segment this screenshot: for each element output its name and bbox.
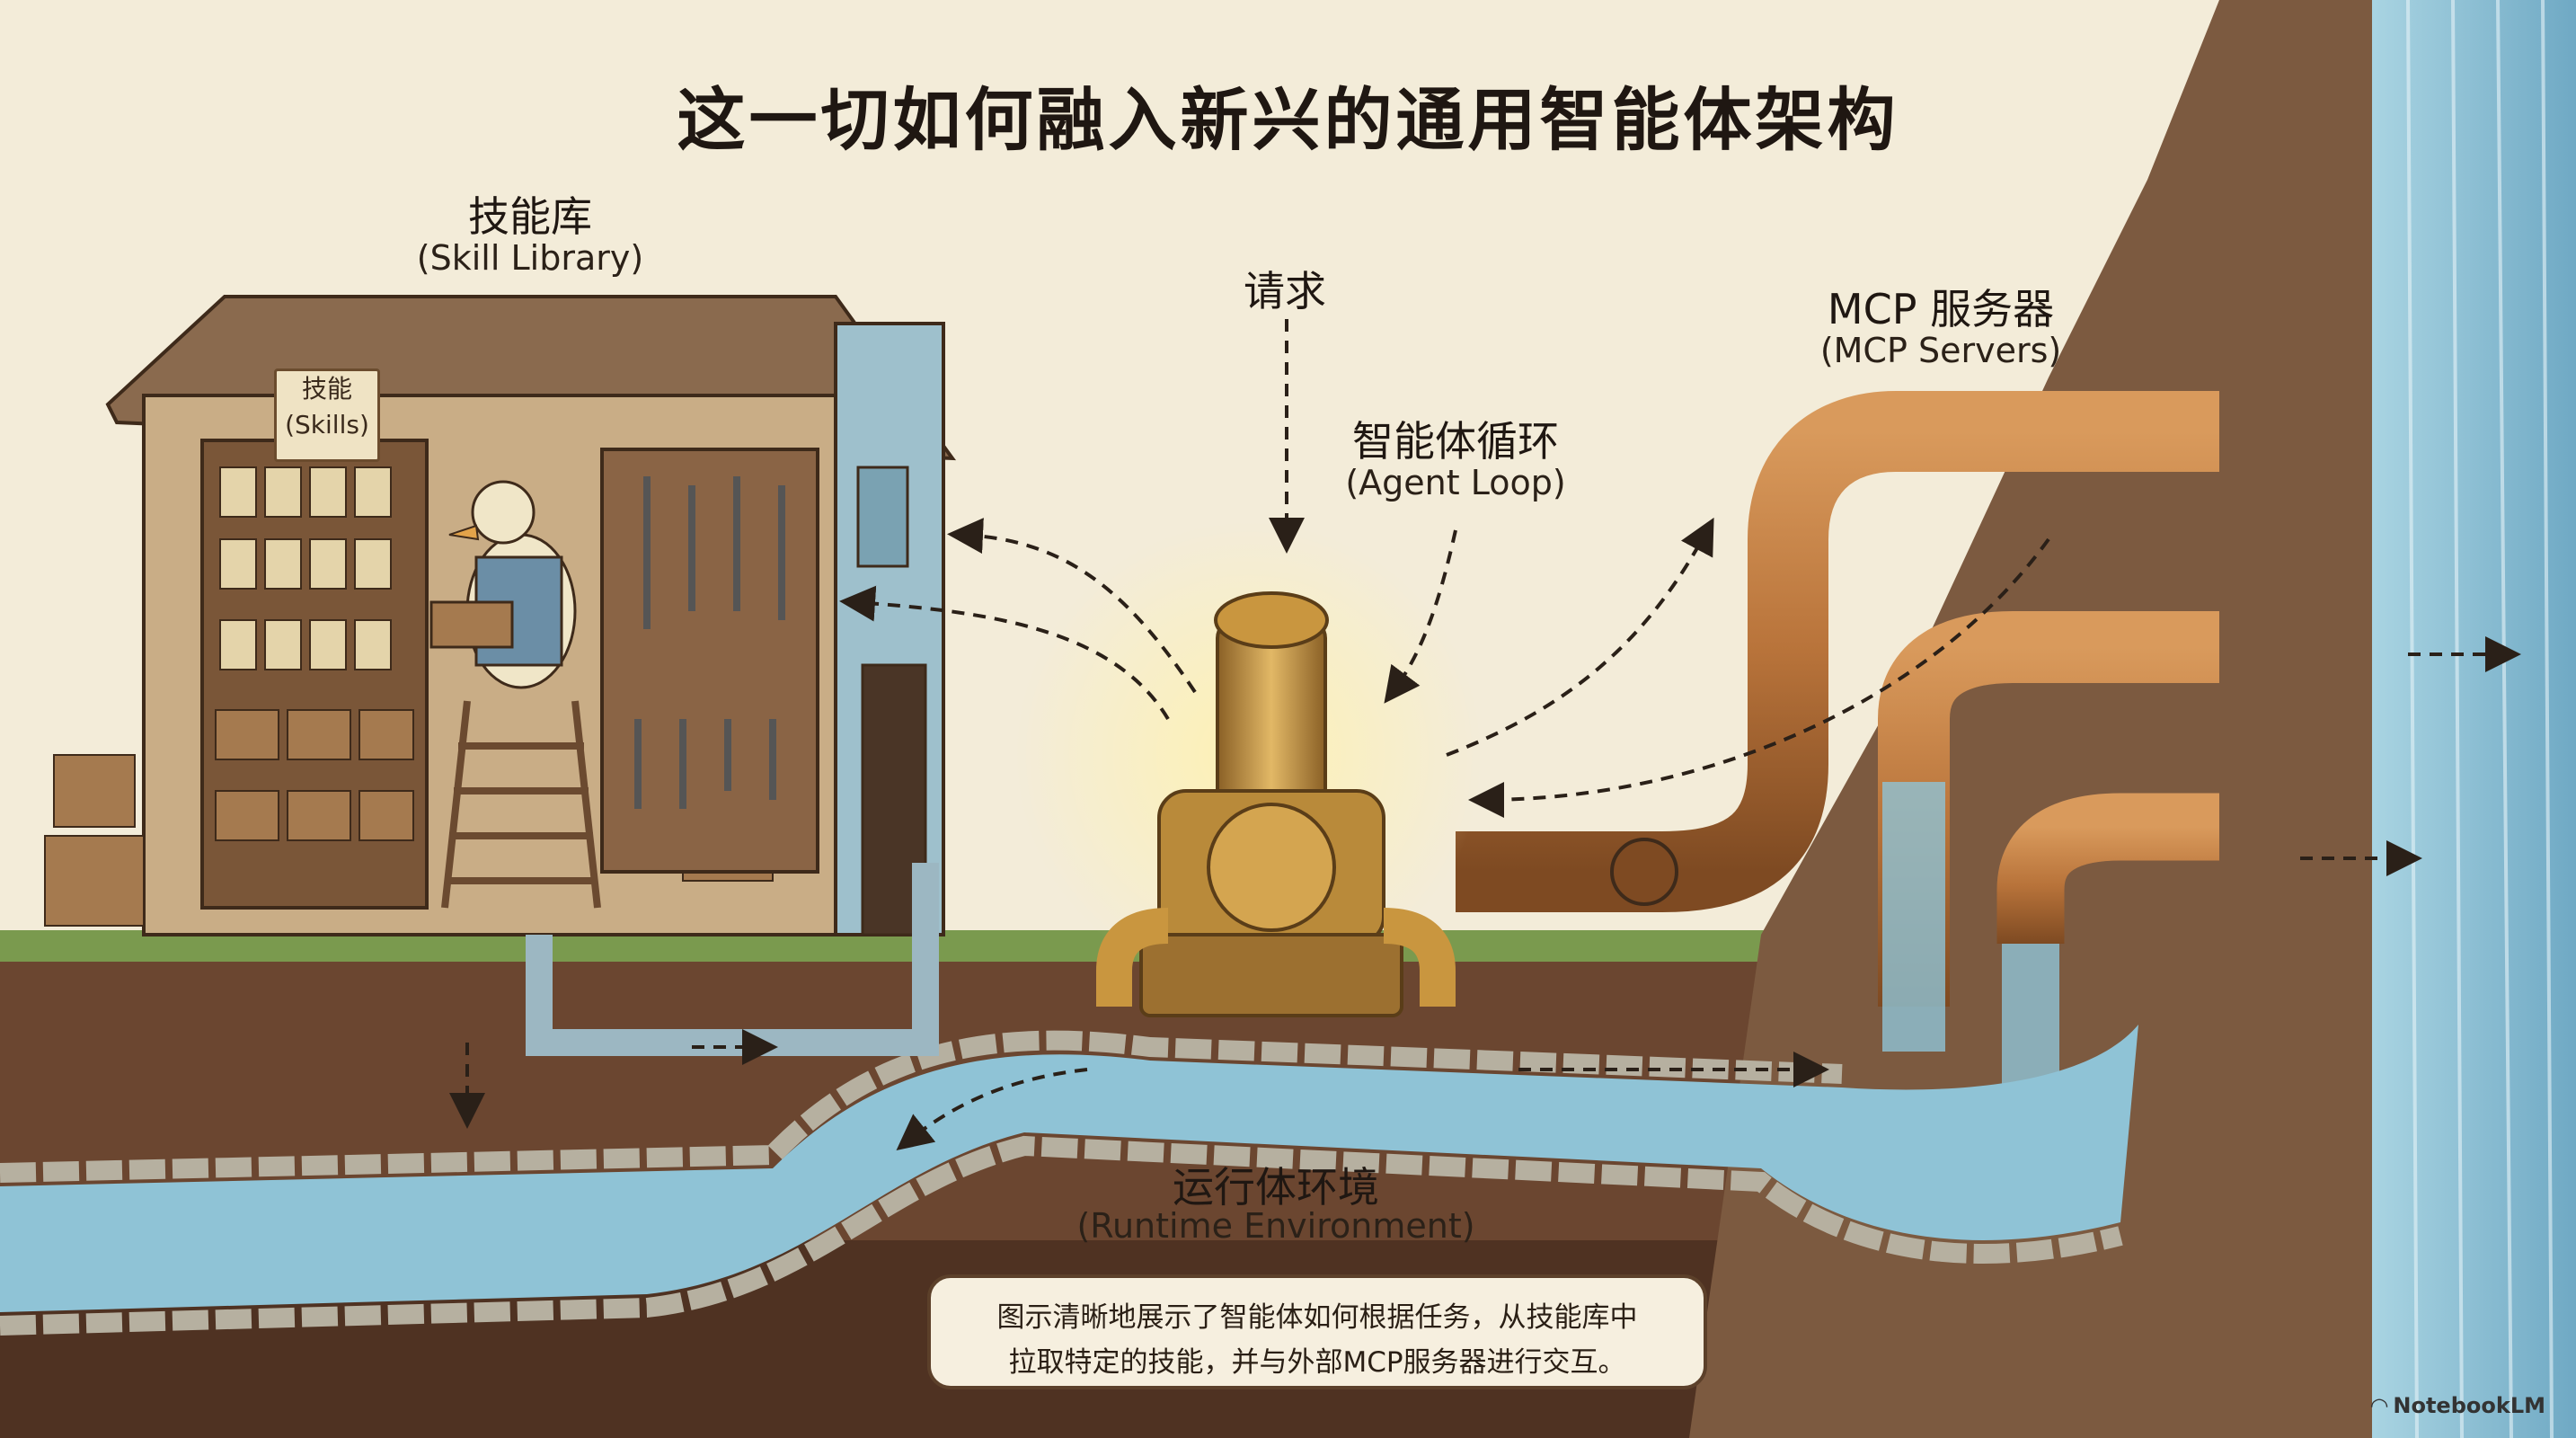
notebooklm-text: NotebookLM — [2393, 1393, 2545, 1418]
engine-base — [1139, 933, 1403, 1017]
skill-books — [219, 466, 392, 670]
request-label: 请求 — [1244, 267, 1326, 315]
ladder — [441, 700, 601, 909]
caption-line-2: 拉取特定的技能，并与外部MCP服务器进行交互。 — [1008, 1346, 1626, 1379]
underground-stream — [0, 1025, 2138, 1336]
agent-loop-label: 智能体循环 — [1352, 417, 1559, 466]
caption-line-1: 图示清晰地展示了智能体如何根据任务，从技能库中 — [996, 1301, 1638, 1334]
skill-library-label-en: (Skill Library) — [416, 238, 644, 278]
mcp-servers-label: MCP 服务器 — [1827, 285, 2055, 333]
page-title: 这一切如何融入新兴的通用智能体架构 — [677, 80, 1899, 160]
valve-wheel — [1610, 838, 1678, 906]
skills-sign-zh: 技能 — [301, 374, 352, 404]
runtime-environment-label: 运行体环境 — [1173, 1163, 1379, 1212]
mid-server-pipe — [1878, 611, 2219, 1007]
cliff — [1689, 0, 2576, 1438]
skill-library-shed — [44, 295, 957, 936]
caption-box: 图示清晰地展示了智能体如何根据任务，从技能库中 拉取特定的技能，并与外部MCP服… — [927, 1274, 1707, 1389]
stream-stones-bottom — [0, 1135, 2123, 1336]
skills-sign: 技能 (Skills) — [274, 368, 380, 462]
tools — [634, 476, 785, 809]
engine-dome — [1214, 591, 1329, 649]
agent-loop-arrow — [1384, 529, 1457, 704]
notebooklm-logo-icon: ◠ — [2370, 1393, 2388, 1418]
stream-stones-top — [0, 1030, 1843, 1183]
agent-loop-engine — [1015, 521, 1483, 1017]
runtime-environment-label-en: (Runtime Environment) — [1076, 1206, 1475, 1246]
mcp-servers-label-en: (MCP Servers) — [1819, 331, 2062, 370]
shed-window — [856, 466, 909, 568]
shed-drain-pipe — [526, 863, 939, 1056]
low-waterfall-stream — [2002, 944, 2059, 1087]
waterfall — [2372, 0, 2576, 1438]
engine-gear — [1207, 803, 1336, 932]
mid-waterfall-stream — [1882, 782, 1945, 1052]
low-server-pipe — [1996, 793, 2219, 944]
cliff-rock — [1689, 0, 2390, 1438]
stream-water — [0, 1025, 2138, 1312]
engine-side-pipes — [1096, 908, 1456, 1007]
engine-to-skill-arrow-upper — [947, 518, 1197, 694]
engine-to-mcp-arrow — [1446, 517, 1714, 757]
runtime-flow-arrow-left — [896, 1068, 1088, 1150]
skill-library-label: 技能库 — [468, 192, 592, 241]
waterfall-streaks — [2406, 0, 2554, 1438]
agent-loop-label-en: (Agent Loop) — [1345, 463, 1566, 502]
right-outlet-pipe — [1456, 391, 2219, 912]
mcp-return-arrow — [1468, 537, 2050, 818]
flow-arrows — [449, 319, 2521, 1150]
duck-character — [429, 480, 577, 689]
skills-sign-en: (Skills) — [285, 410, 369, 439]
notebooklm-watermark: ◠NotebookLM — [2371, 1393, 2545, 1418]
engine-to-skill-arrow-lower — [839, 585, 1170, 721]
